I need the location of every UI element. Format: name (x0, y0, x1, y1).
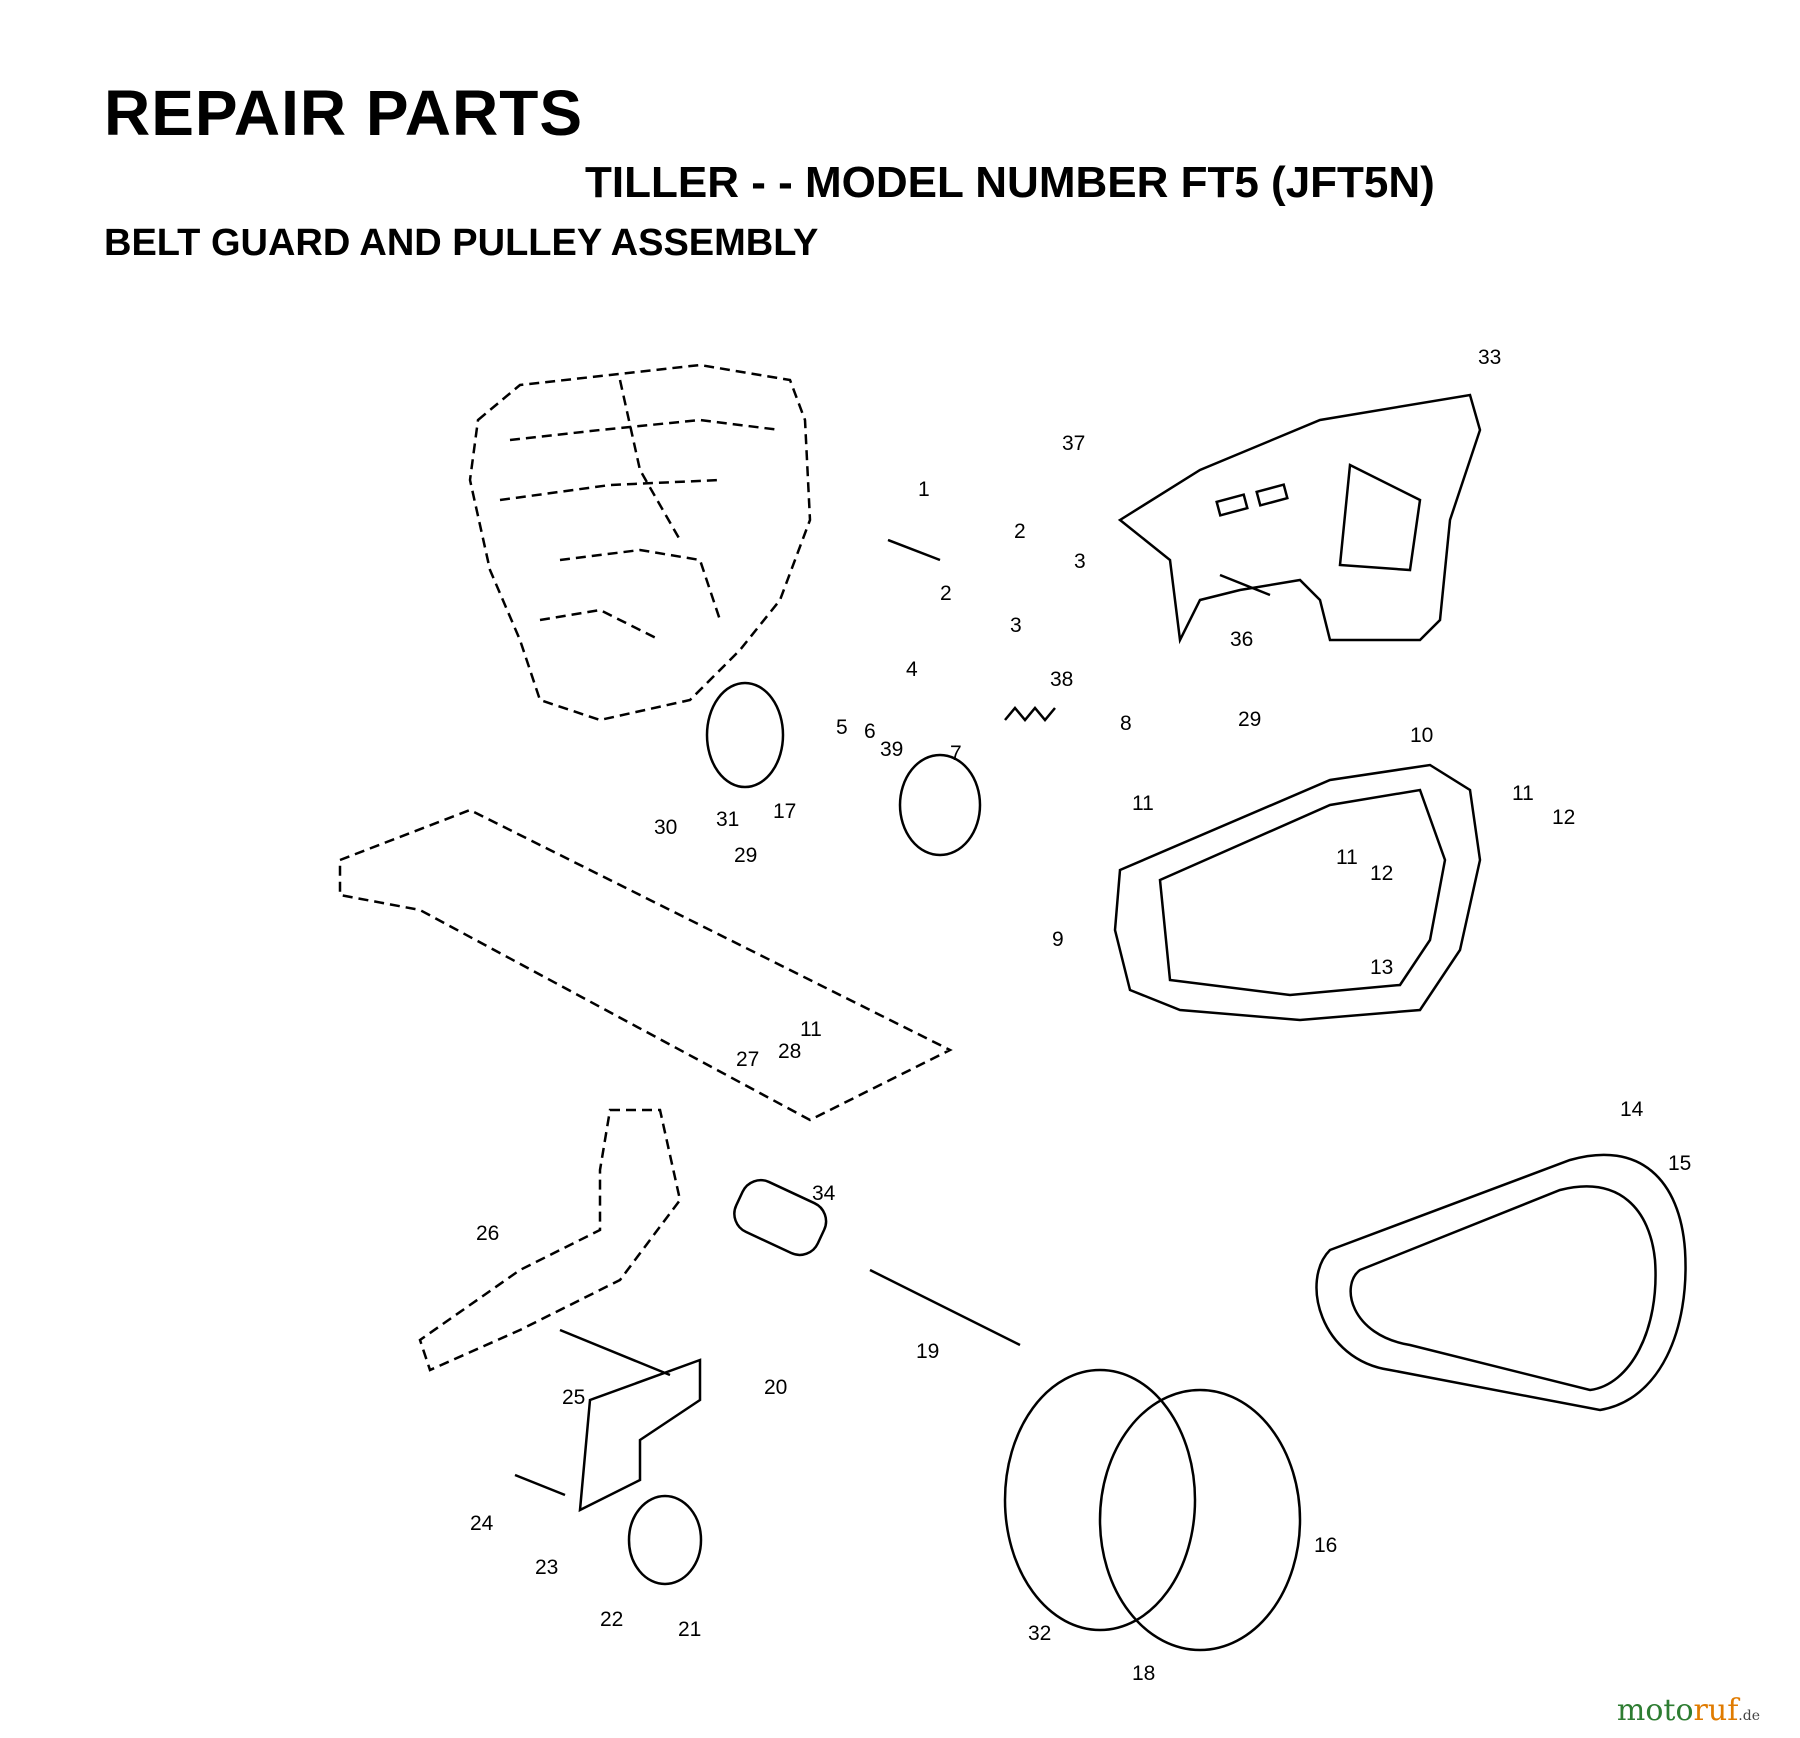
callout-24: 24 (470, 1512, 494, 1535)
callout-4: 4 (906, 658, 918, 681)
callout-32: 32 (1028, 1622, 1051, 1645)
drive-pulley-front (1098, 1388, 1302, 1652)
callout-21: 21 (678, 1618, 701, 1641)
extension-spring (1004, 706, 1056, 722)
callout-29: 29 (1238, 708, 1261, 731)
callout-11: 11 (800, 1018, 822, 1041)
frame-bracket (418, 1108, 682, 1372)
callout-17: 17 (773, 800, 796, 823)
callout-37: 37 (1062, 432, 1085, 455)
belt-guard-upper (1117, 393, 1482, 645)
callout-18: 18 (1132, 1662, 1155, 1685)
callout-3: 3 (1010, 614, 1022, 637)
callout-25: 25 (562, 1386, 585, 1409)
callout-27: 27 (736, 1048, 759, 1071)
callout-9: 9 (1052, 928, 1064, 951)
guard-slot (1255, 483, 1289, 507)
callout-6: 6 (864, 720, 876, 743)
callout-1: 1 (918, 478, 930, 501)
idler-arm (578, 1358, 702, 1513)
callout-28: 28 (778, 1040, 801, 1063)
model-subtitle: TILLER - - MODEL NUMBER FT5 (JFT5N) (585, 158, 1435, 207)
callout-22: 22 (600, 1608, 623, 1631)
callout-8: 8 (1120, 712, 1132, 735)
callout-36: 36 (1230, 628, 1253, 651)
drive-pulley-rear (1003, 1368, 1197, 1632)
callout-14: 14 (1620, 1098, 1644, 1121)
callout-11: 11 (1132, 792, 1154, 815)
engine-outline (468, 363, 812, 722)
page-title: REPAIR PARTS (104, 77, 583, 149)
engine-pulley (705, 681, 785, 789)
hex-bolt (887, 538, 941, 562)
callout-34: 34 (812, 1182, 836, 1205)
callout-labels: 1 2 2 3 3 4 5 6 7 8 9 10 11 11 11 11 12 … (470, 346, 1691, 1685)
callout-31: 31 (716, 808, 739, 831)
callout-16: 16 (1314, 1534, 1337, 1557)
callout-11: 11 (1336, 846, 1358, 869)
callout-29: 29 (734, 844, 757, 867)
callout-2: 2 (940, 582, 952, 605)
callout-13: 13 (1370, 956, 1393, 979)
callout-3: 3 (1074, 550, 1086, 573)
spacer-tube (733, 1178, 828, 1257)
pivot-bolt (559, 1328, 671, 1377)
belt-outer (1315, 1153, 1687, 1412)
belt-inner (1349, 1185, 1657, 1392)
callout-7: 7 (950, 742, 962, 765)
callout-15: 15 (1668, 1152, 1691, 1175)
section-heading: BELT GUARD AND PULLEY ASSEMBLY (104, 222, 819, 264)
callout-20: 20 (764, 1376, 787, 1399)
belt-guard-lower (1113, 763, 1482, 1022)
idler-pulley (898, 753, 982, 857)
callout-2: 2 (1014, 520, 1026, 543)
motoruf-logo: motoruf.de (1616, 1693, 1760, 1728)
callout-23: 23 (535, 1556, 558, 1579)
callout-10: 10 (1410, 724, 1433, 747)
callout-12: 12 (1370, 862, 1393, 885)
callout-38: 38 (1050, 668, 1073, 691)
callout-39: 39 (880, 738, 903, 761)
callout-11: 11 (1512, 782, 1534, 805)
guard-slot (1215, 493, 1249, 517)
callout-33: 33 (1478, 346, 1501, 369)
callout-30: 30 (654, 816, 677, 839)
callout-26: 26 (476, 1222, 499, 1245)
callout-12: 12 (1552, 806, 1575, 829)
hex-bolt (514, 1473, 566, 1497)
hex-bolt (1219, 573, 1271, 597)
shaft (869, 1268, 1021, 1347)
guard-window (1338, 463, 1422, 572)
small-idler-pulley (627, 1494, 703, 1586)
callout-5: 5 (836, 716, 848, 739)
callout-19: 19 (916, 1340, 939, 1363)
guard-inner-edge (1158, 788, 1447, 997)
tine-shield (338, 808, 953, 1122)
